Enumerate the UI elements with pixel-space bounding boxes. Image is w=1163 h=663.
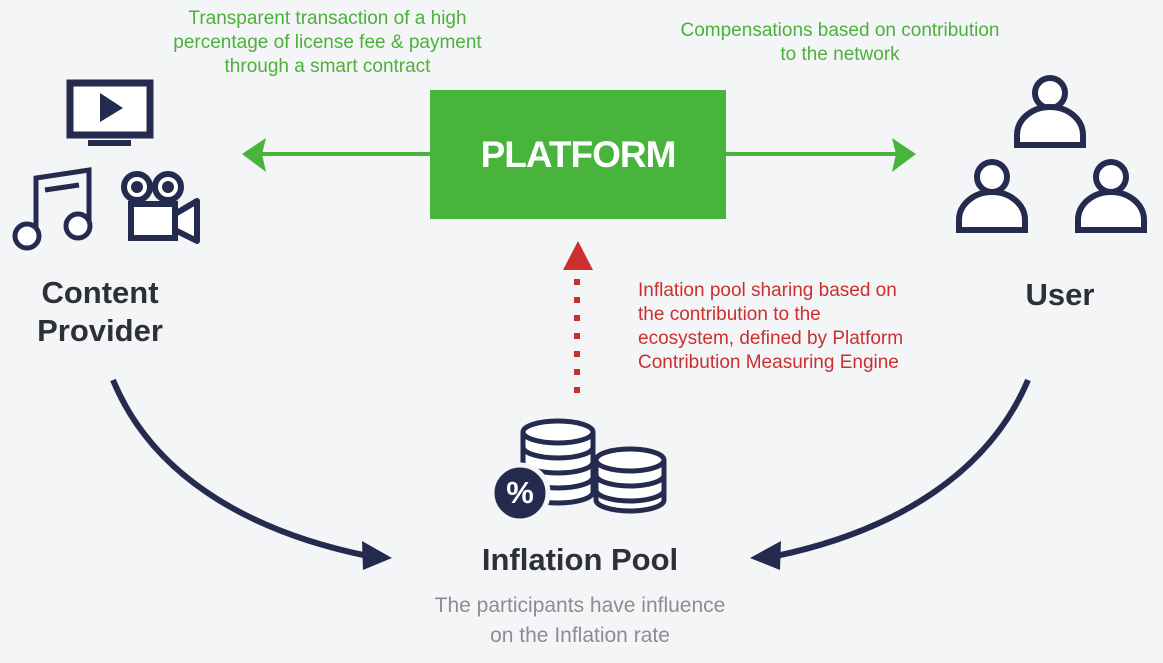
platform-label: PLATFORM (480, 133, 677, 175)
tv-play-icon (66, 79, 154, 146)
user-label: User (1025, 277, 1095, 312)
arrow-user-to-pool (750, 378, 1031, 570)
left-arrow-annotation: Transparent transaction of a high percen… (173, 8, 482, 77)
video-camera-icon (121, 171, 200, 244)
users-group-icon (956, 75, 1147, 233)
music-note-icon (12, 167, 93, 251)
inflation-arrow-annotation: Inflation pool sharing based on the cont… (638, 280, 904, 373)
arrow-provider-to-pool (110, 378, 392, 570)
right-arrow-annotation: Compensations based on contribution to t… (680, 20, 1000, 65)
platform-box: PLATFORM (430, 90, 726, 219)
percent-badge-icon (489, 462, 551, 524)
inflation-pool-label: Inflation Pool (481, 542, 679, 577)
arrow-platform-to-provider (242, 138, 430, 172)
inflation-pool-note: The participants have influence on the I… (434, 594, 726, 647)
arrow-pool-to-platform (563, 241, 593, 393)
percent-symbol: % (506, 475, 534, 510)
arrow-platform-to-user (726, 138, 916, 172)
content-provider-label: Content Provider (37, 275, 163, 348)
